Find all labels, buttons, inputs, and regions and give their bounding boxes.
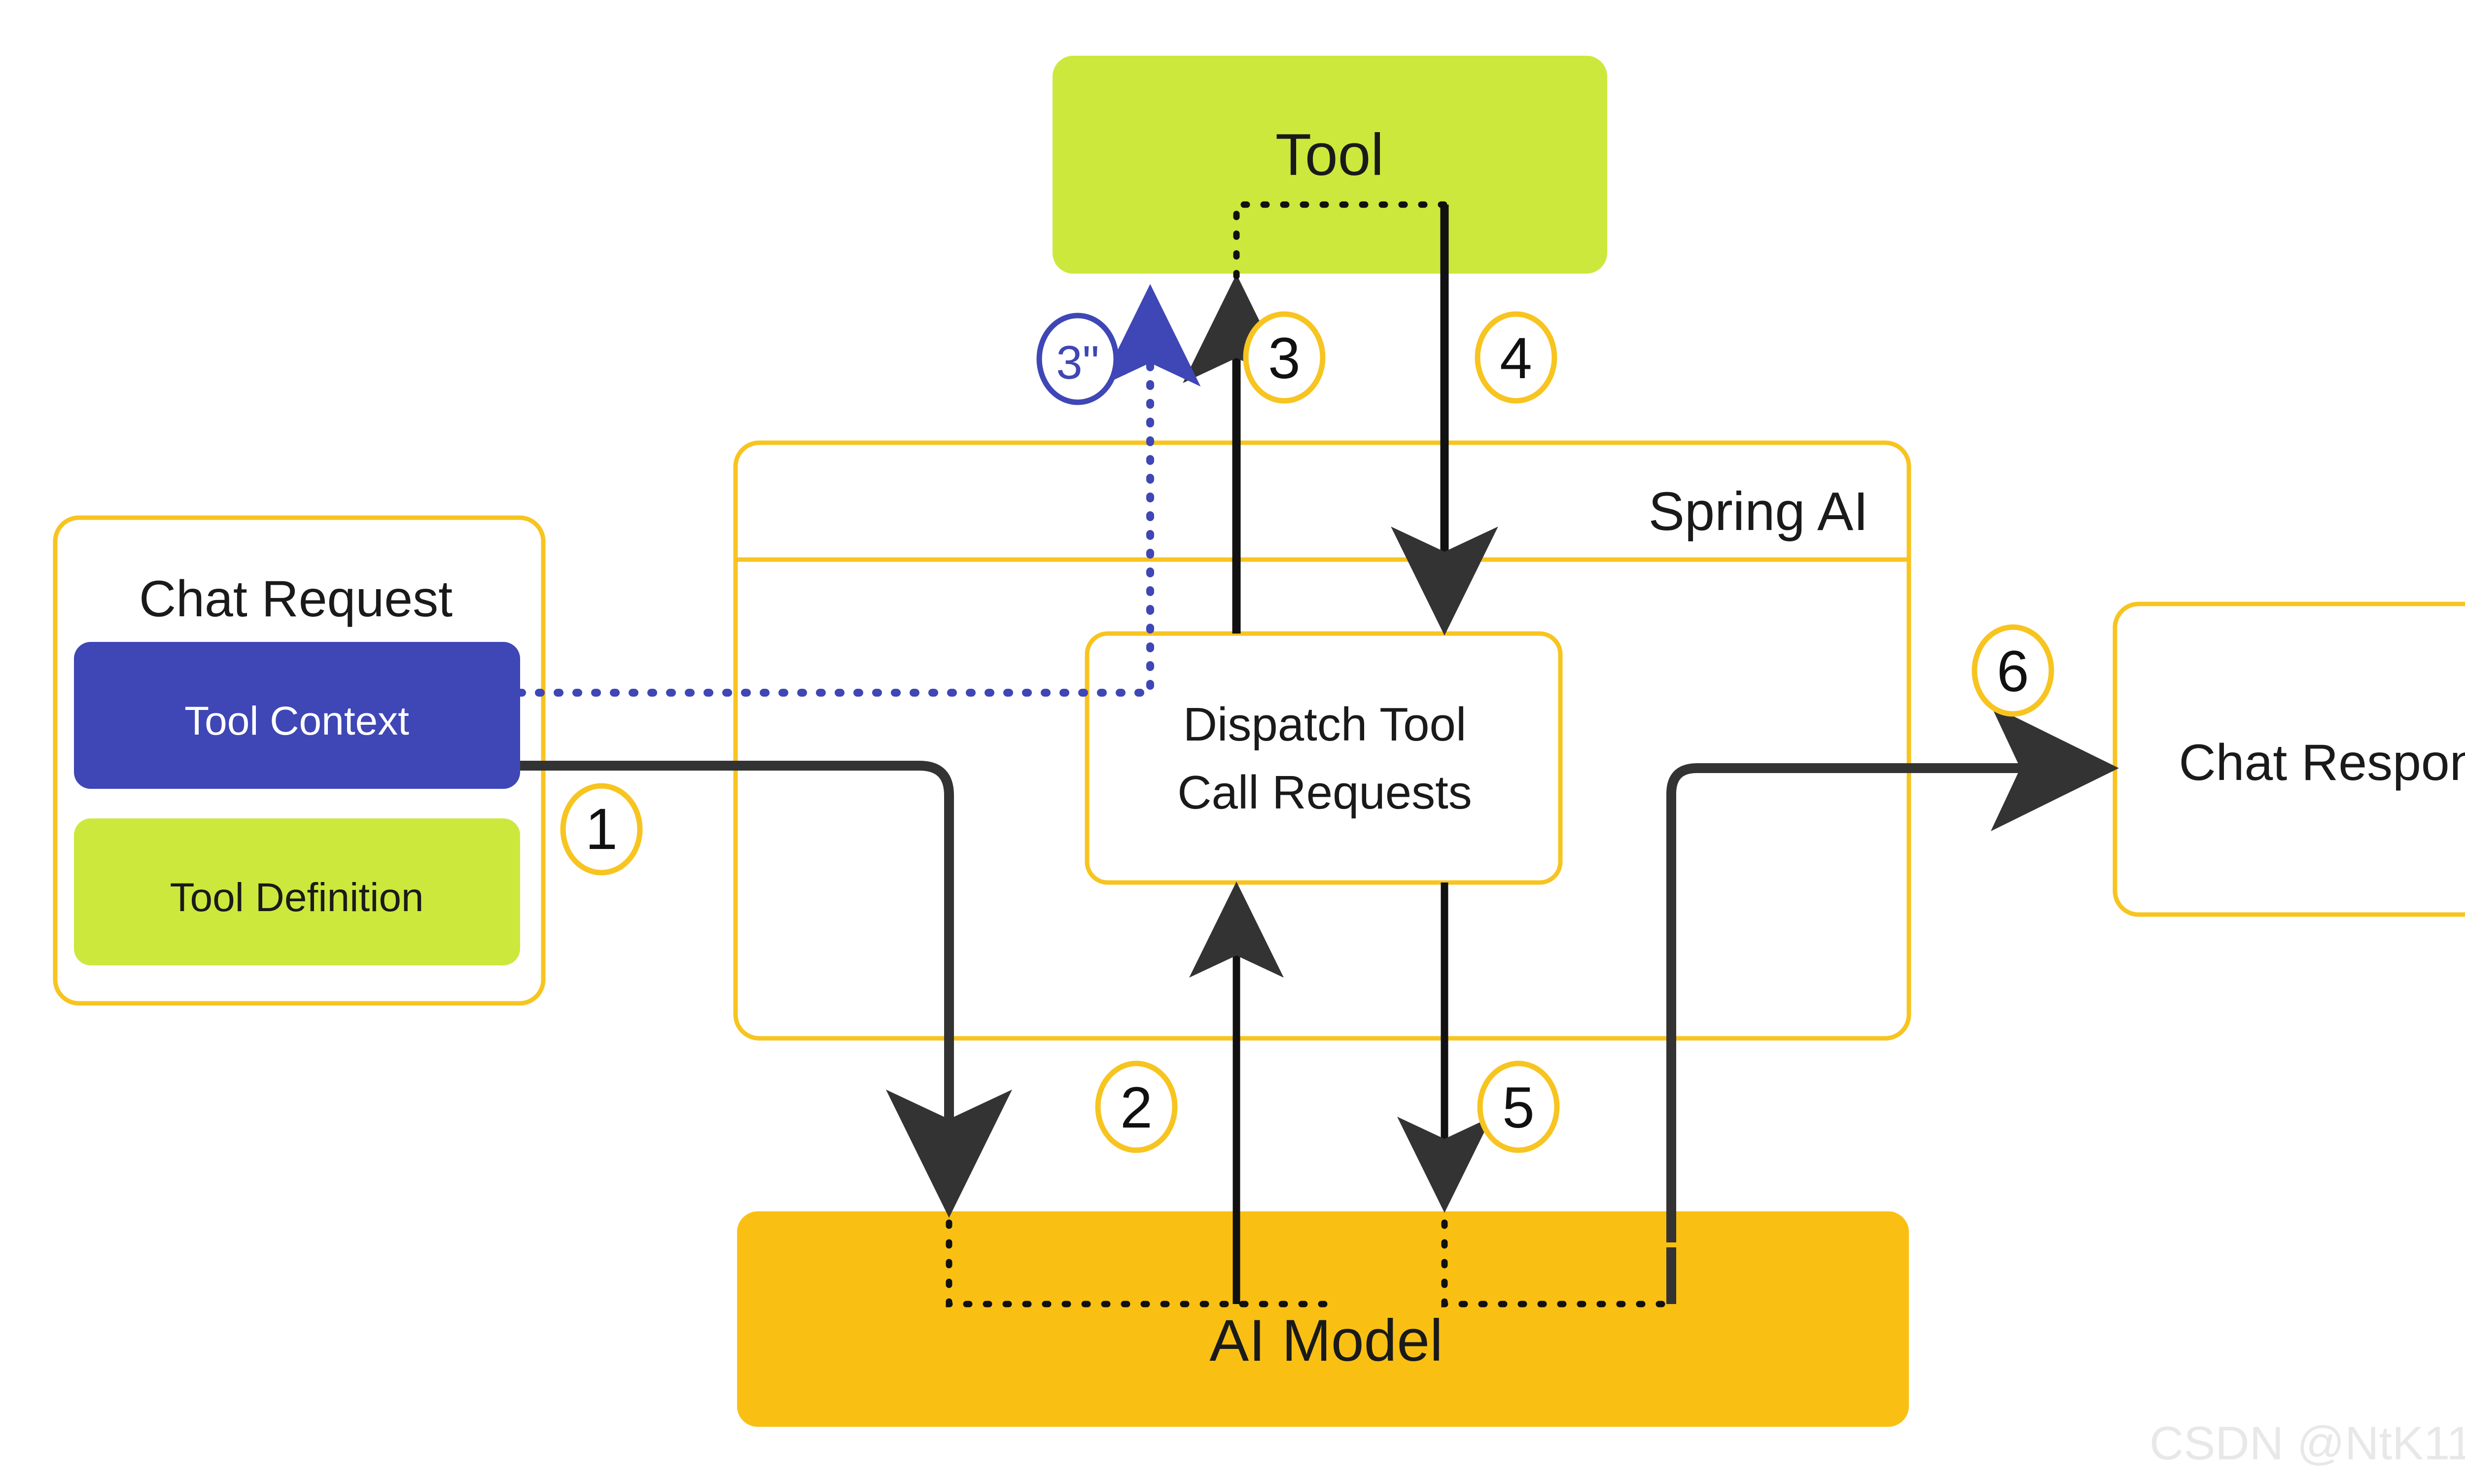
step-1-label: 1 [585,797,618,862]
step-6-circle [1972,624,2054,717]
edge-6-model-to-response [1666,705,2119,1242]
chat-request-label: Chat Request [139,570,453,628]
tool-definition-box [74,818,520,965]
tool-box [1053,56,1607,274]
tool-node: Tool [1053,56,1607,274]
step-3-circle [1243,311,1326,404]
dispatch-node: Dispatch Tool Call Requests [1085,631,1563,885]
step-badge-1: 1 [560,783,643,876]
step-5-circle [1477,1060,1560,1153]
tool-label: Tool [1275,122,1384,188]
step-4-circle [1475,311,1557,404]
edge-3-inside-tool-dotted [1233,201,1448,280]
step-1-circle [560,783,643,876]
edge-3prime-context-to-tool-dotted [516,284,1201,697]
step-2-circle [1095,1060,1178,1153]
edge-5-inside-model-dotted [1441,1219,1675,1307]
ai-model-node: AI Model [737,1211,1909,1427]
step-4-label: 4 [1500,326,1532,391]
watermark-text: CSDN @NtK11KGXVkk [2149,1417,2465,1470]
chat-request-node: Chat Request Tool Context Tool Definitio… [53,515,546,1006]
tool-definition-label: Tool Definition [170,875,423,920]
spring-ai-label: Spring AI [1649,481,1868,542]
edge-1-inside-model-dotted [946,1219,1330,1307]
step-3-prime-label: 3" [1056,336,1099,389]
step-5-label: 5 [1502,1075,1535,1140]
step-badge-3: 3 [1243,311,1326,404]
edge-1-request-to-model [520,761,1012,1218]
dispatch-box [1085,631,1563,885]
chat-response-label: Chat Response [2179,734,2465,791]
step-badge-4: 4 [1475,311,1557,404]
tool-context-label: Tool Context [184,699,409,743]
step-3-prime-circle [1036,313,1119,405]
chat-response-node: Chat Response [2113,601,2465,917]
ai-model-box [737,1211,1909,1427]
step-badge-3-prime: 3" [1036,313,1119,405]
dispatch-label-line1: Dispatch Tool [1183,698,1467,751]
ai-model-label: AI Model [1209,1307,1443,1374]
step-badge-5: 5 [1477,1060,1560,1153]
step-6-label: 6 [1997,639,2029,704]
dispatch-label-line2: Call Requests [1177,766,1472,819]
step-badge-2: 2 [1095,1060,1178,1153]
step-2-label: 2 [1120,1075,1153,1140]
step-3-label: 3 [1268,326,1301,391]
step-badge-6: 6 [1972,624,2054,717]
tool-context-box [74,642,520,789]
